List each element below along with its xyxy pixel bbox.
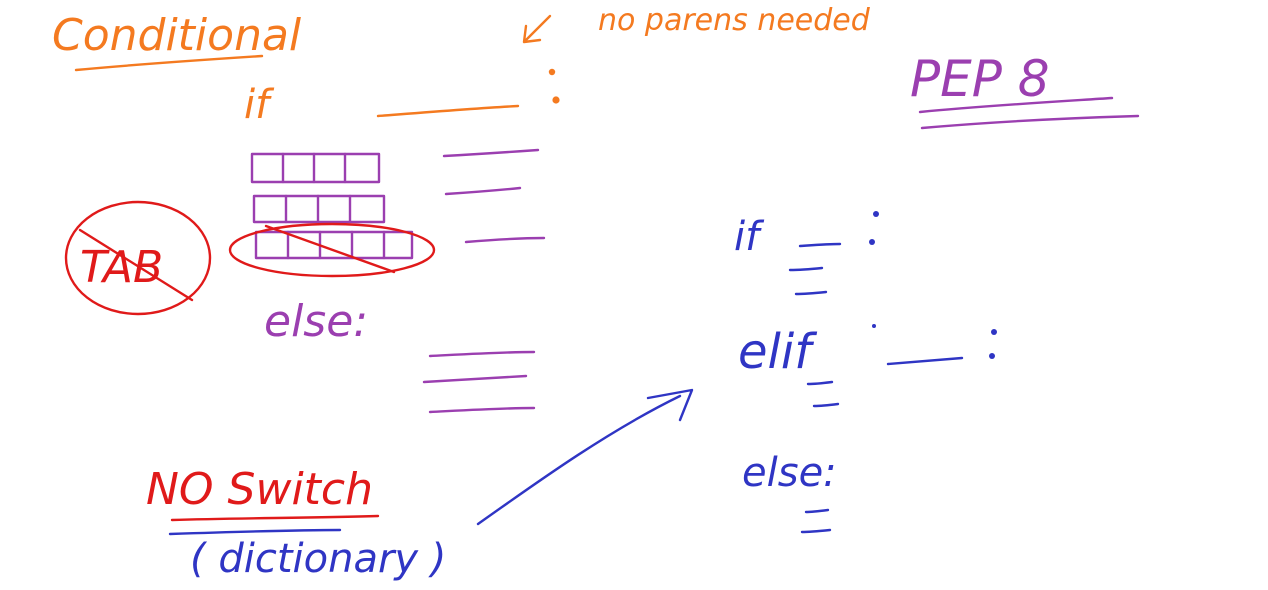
no-switch-label: NO Switch — [146, 464, 373, 515]
indent-block-1 — [250, 152, 381, 184]
if-condition-blank — [376, 104, 520, 118]
right-else-keyword: else: — [742, 450, 837, 496]
no-switch-group: NO Switch — [146, 464, 380, 522]
note-group: no parens needed — [522, 3, 871, 44]
note-no-parens: no parens needed — [598, 3, 871, 38]
if-body-lines — [442, 148, 546, 244]
pep-underline-1 — [918, 96, 1114, 114]
right-if-group: if — [734, 211, 879, 296]
note-arrow — [522, 14, 552, 44]
indent-block-3 — [254, 230, 414, 260]
space-box-row-3 — [254, 230, 414, 260]
left-else-keyword: else: — [264, 296, 368, 347]
dictionary-overline — [168, 528, 342, 536]
tab-strike — [78, 228, 194, 302]
indent-block-2 — [252, 194, 386, 224]
block-strike — [264, 224, 396, 274]
right-else-group: else: — [742, 450, 837, 534]
if-colon-top — [548, 68, 556, 76]
dictionary-label: ( dictionary ) — [190, 536, 446, 582]
title-conditional: Conditional — [52, 10, 302, 61]
space-box-row-1 — [250, 152, 381, 184]
pep-8-label: PEP 8 — [910, 50, 1050, 108]
tab-circle — [64, 200, 212, 316]
title-group: Conditional — [52, 10, 302, 72]
right-elif-group: elif — [738, 324, 997, 408]
title-underline — [74, 54, 264, 72]
left-if-group: if — [244, 68, 560, 128]
pep-underline-2 — [920, 114, 1140, 130]
tab-forbidden-group: TAB — [64, 200, 212, 316]
dictionary-arrow — [476, 388, 694, 526]
left-if-keyword: if — [244, 82, 275, 128]
no-switch-underline — [170, 514, 380, 522]
tab-block-strike-group — [228, 222, 436, 278]
right-elif-keyword: elif — [738, 324, 817, 380]
block-circle — [228, 222, 436, 278]
pep-group: PEP 8 — [910, 50, 1140, 130]
dictionary-group: ( dictionary ) — [168, 528, 446, 582]
right-if-keyword: if — [734, 214, 765, 260]
if-colon-bottom — [552, 96, 560, 104]
else-body-lines — [422, 350, 536, 414]
left-else-group: else: — [264, 296, 368, 347]
tab-label: TAB — [80, 242, 163, 293]
